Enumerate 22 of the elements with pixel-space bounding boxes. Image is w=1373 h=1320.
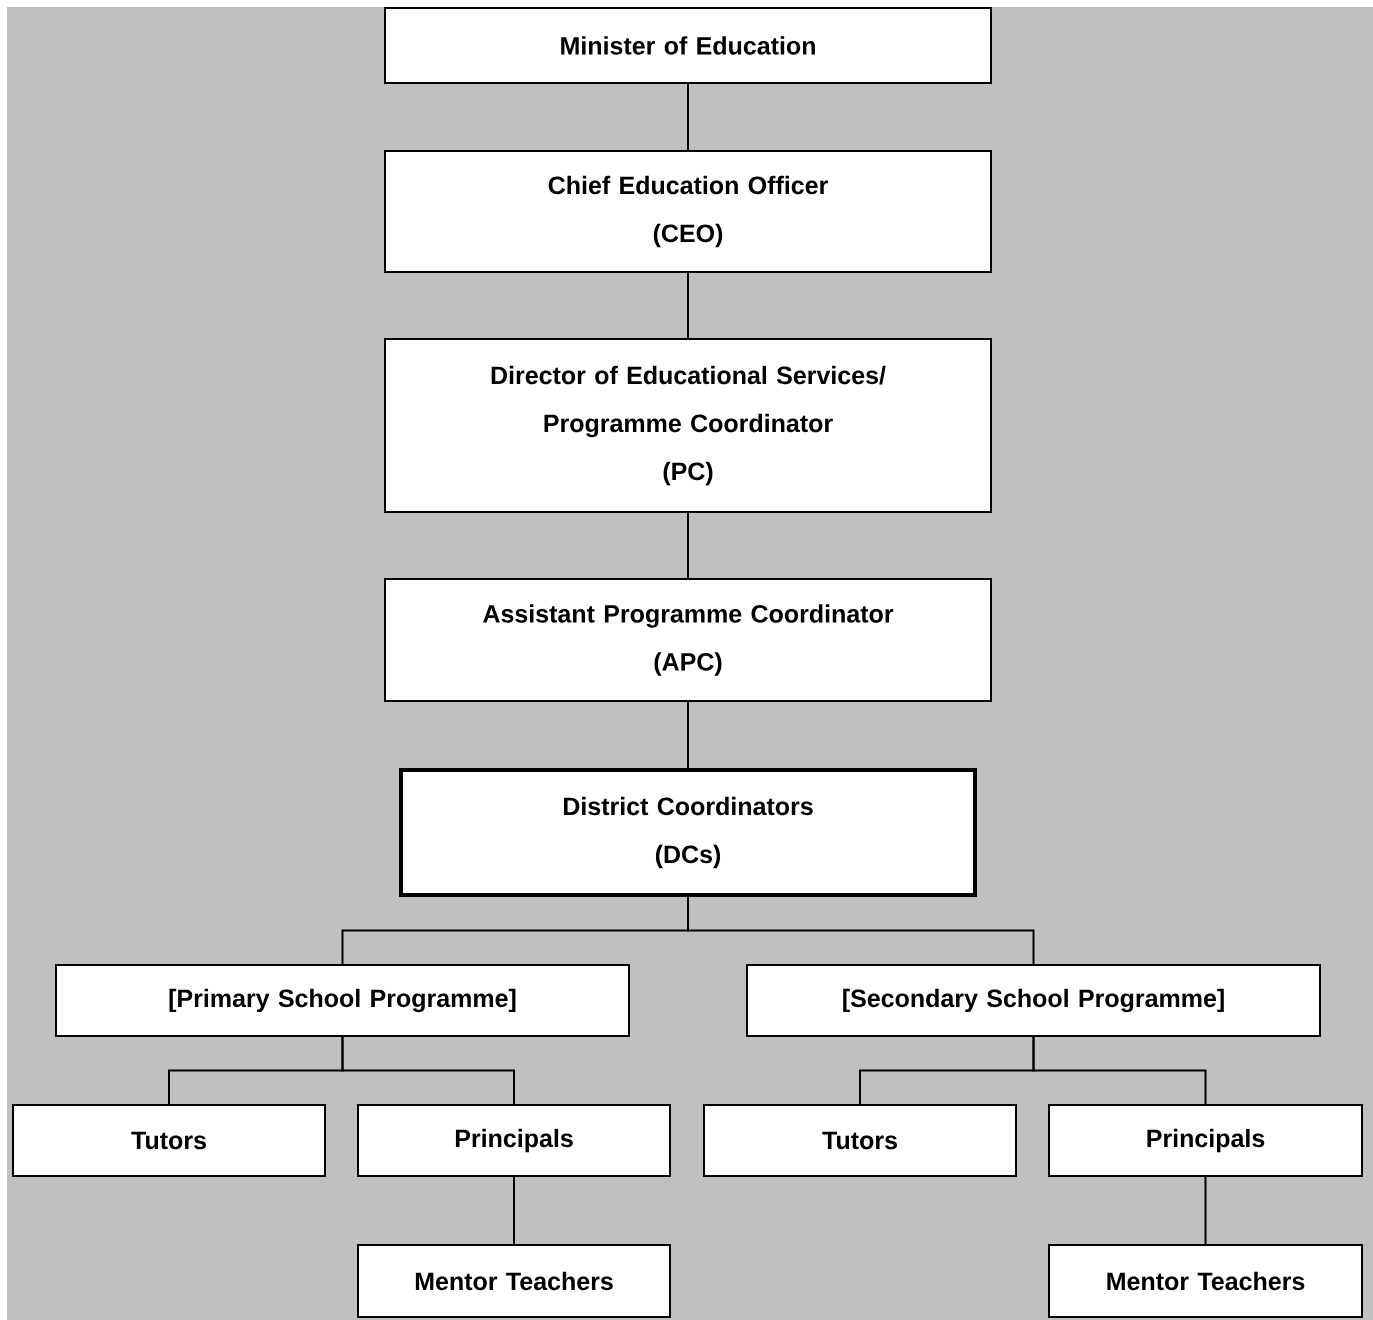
org-box: Tutors	[12, 1104, 326, 1177]
connector-line	[687, 701, 689, 769]
org-box: Director of Educational Services/ Programme Coordinator (PC)	[384, 338, 992, 513]
org-box: District Coordinators (DCs)	[399, 768, 977, 897]
connector-line	[513, 1176, 515, 1245]
org-box: Principals	[357, 1104, 671, 1177]
org-box: [Secondary School Programme]	[746, 964, 1321, 1037]
connector-line	[687, 83, 689, 151]
connector-line	[1032, 1036, 1207, 1105]
org-box: Principals	[1048, 1104, 1363, 1177]
org-box: Chief Education Officer (CEO)	[384, 150, 992, 273]
org-box: Tutors	[703, 1104, 1017, 1177]
org-box: Assistant Programme Coordinator (APC)	[384, 578, 992, 702]
connector-line	[341, 1036, 515, 1105]
connector-line	[687, 272, 689, 339]
org-box: Mentor Teachers	[1048, 1244, 1363, 1318]
org-box: Mentor Teachers	[357, 1244, 671, 1318]
connector-line	[1204, 1176, 1207, 1245]
connector-line	[687, 512, 689, 579]
connector-line	[687, 896, 1035, 965]
org-box: Minister of Education	[384, 7, 992, 84]
org-box: [Primary School Programme]	[55, 964, 630, 1037]
